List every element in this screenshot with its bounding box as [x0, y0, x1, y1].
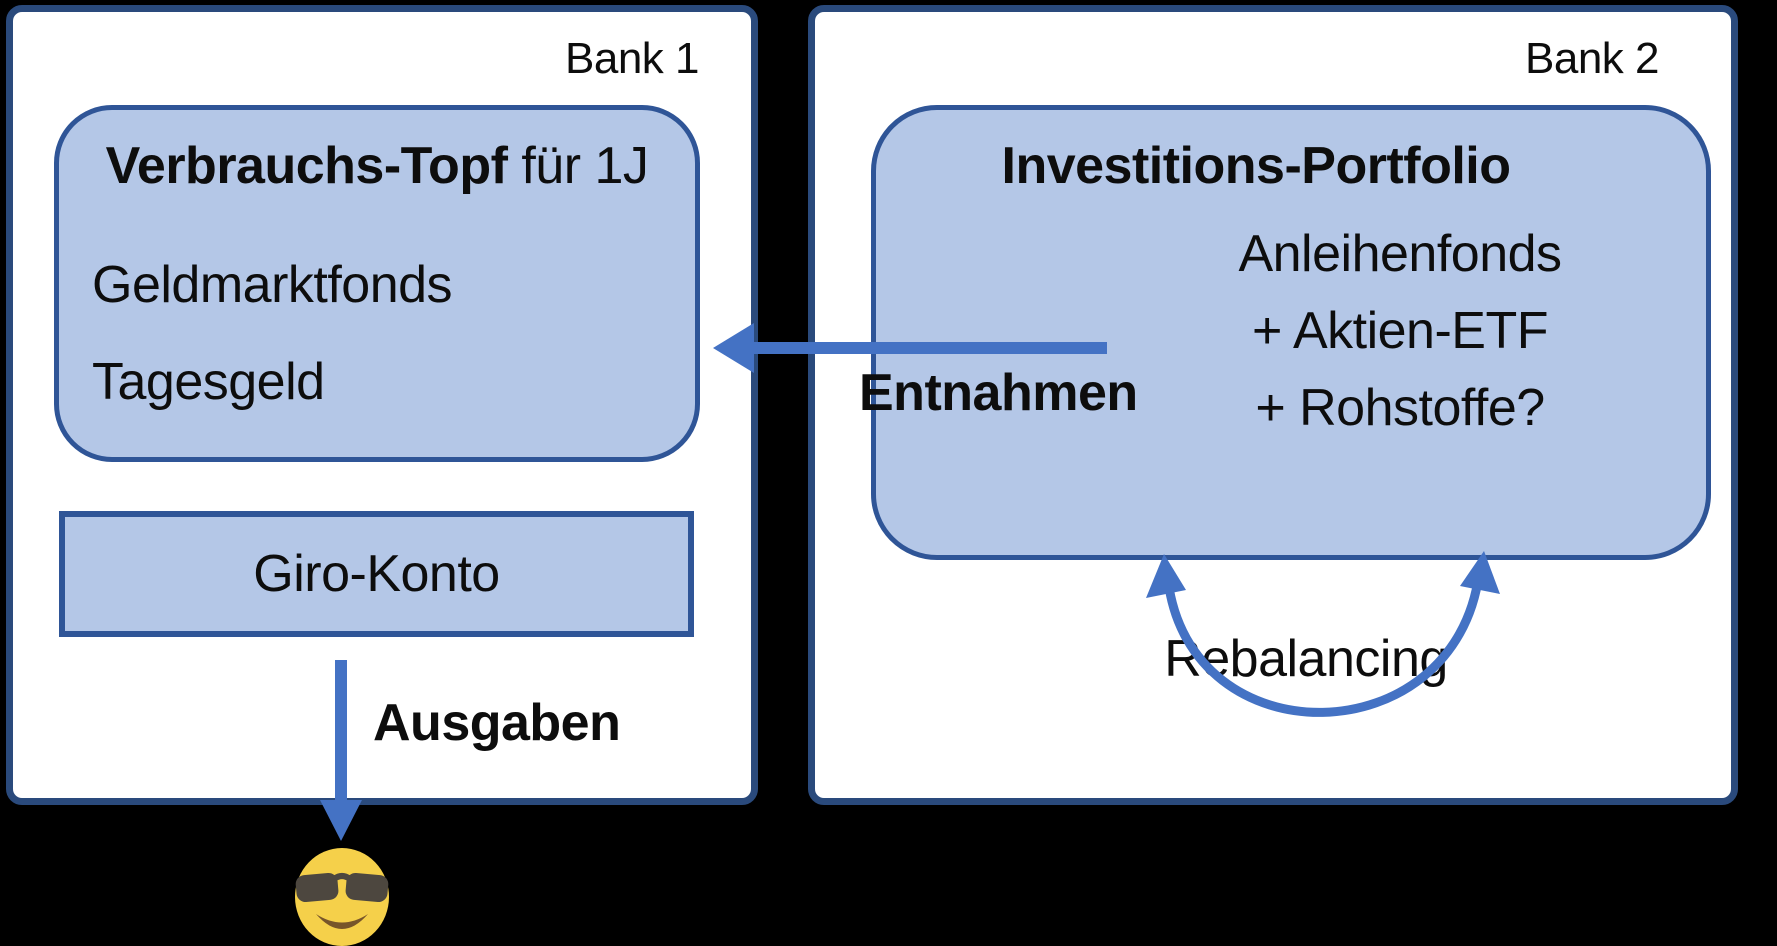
bank1-title: Bank 1 [565, 34, 699, 83]
consumption-pot-title-bold: Verbrauchs-Topf [105, 137, 508, 195]
withdrawals-label: Entnahmen [859, 364, 1138, 422]
giro-konto-box: Giro-Konto [59, 511, 694, 637]
bank1-box: Bank 1 Verbrauchs-Topf für 1J Geldmarktf… [6, 5, 758, 805]
consumption-pot-title-rest: für 1J [507, 137, 649, 195]
investment-portfolio-title: Investitions-Portfolio [1001, 137, 1512, 195]
investment-portfolio-items: Anleihenfonds + Aktien-ETF + Rohstoffe? [1090, 216, 1710, 447]
portfolio-item-rohstoffe: + Rohstoffe? [1255, 379, 1545, 437]
consumption-pot-box: Verbrauchs-Topf für 1J Geldmarktfonds Ta… [54, 105, 700, 462]
bank2-box: Bank 2 Investitions-Portfolio Anleihenfo… [808, 5, 1738, 805]
expenses-label: Ausgaben [373, 694, 621, 752]
sunglasses-emoji-icon [295, 848, 389, 946]
consumption-pot-title: Verbrauchs-Topf für 1J [59, 130, 695, 202]
rebalancing-label: Rebalancing [1164, 630, 1448, 688]
bank2-title: Bank 2 [1525, 34, 1659, 83]
portfolio-item-anleihenfonds: Anleihenfonds [1238, 225, 1562, 283]
consumption-pot-item-geldmarktfonds: Geldmarktfonds [92, 256, 453, 314]
consumption-pot-item-tagesgeld: Tagesgeld [92, 353, 325, 411]
portfolio-item-aktien-etf: + Aktien-ETF [1252, 302, 1549, 360]
investment-portfolio-box: Investitions-Portfolio Anleihenfonds + A… [871, 105, 1711, 560]
